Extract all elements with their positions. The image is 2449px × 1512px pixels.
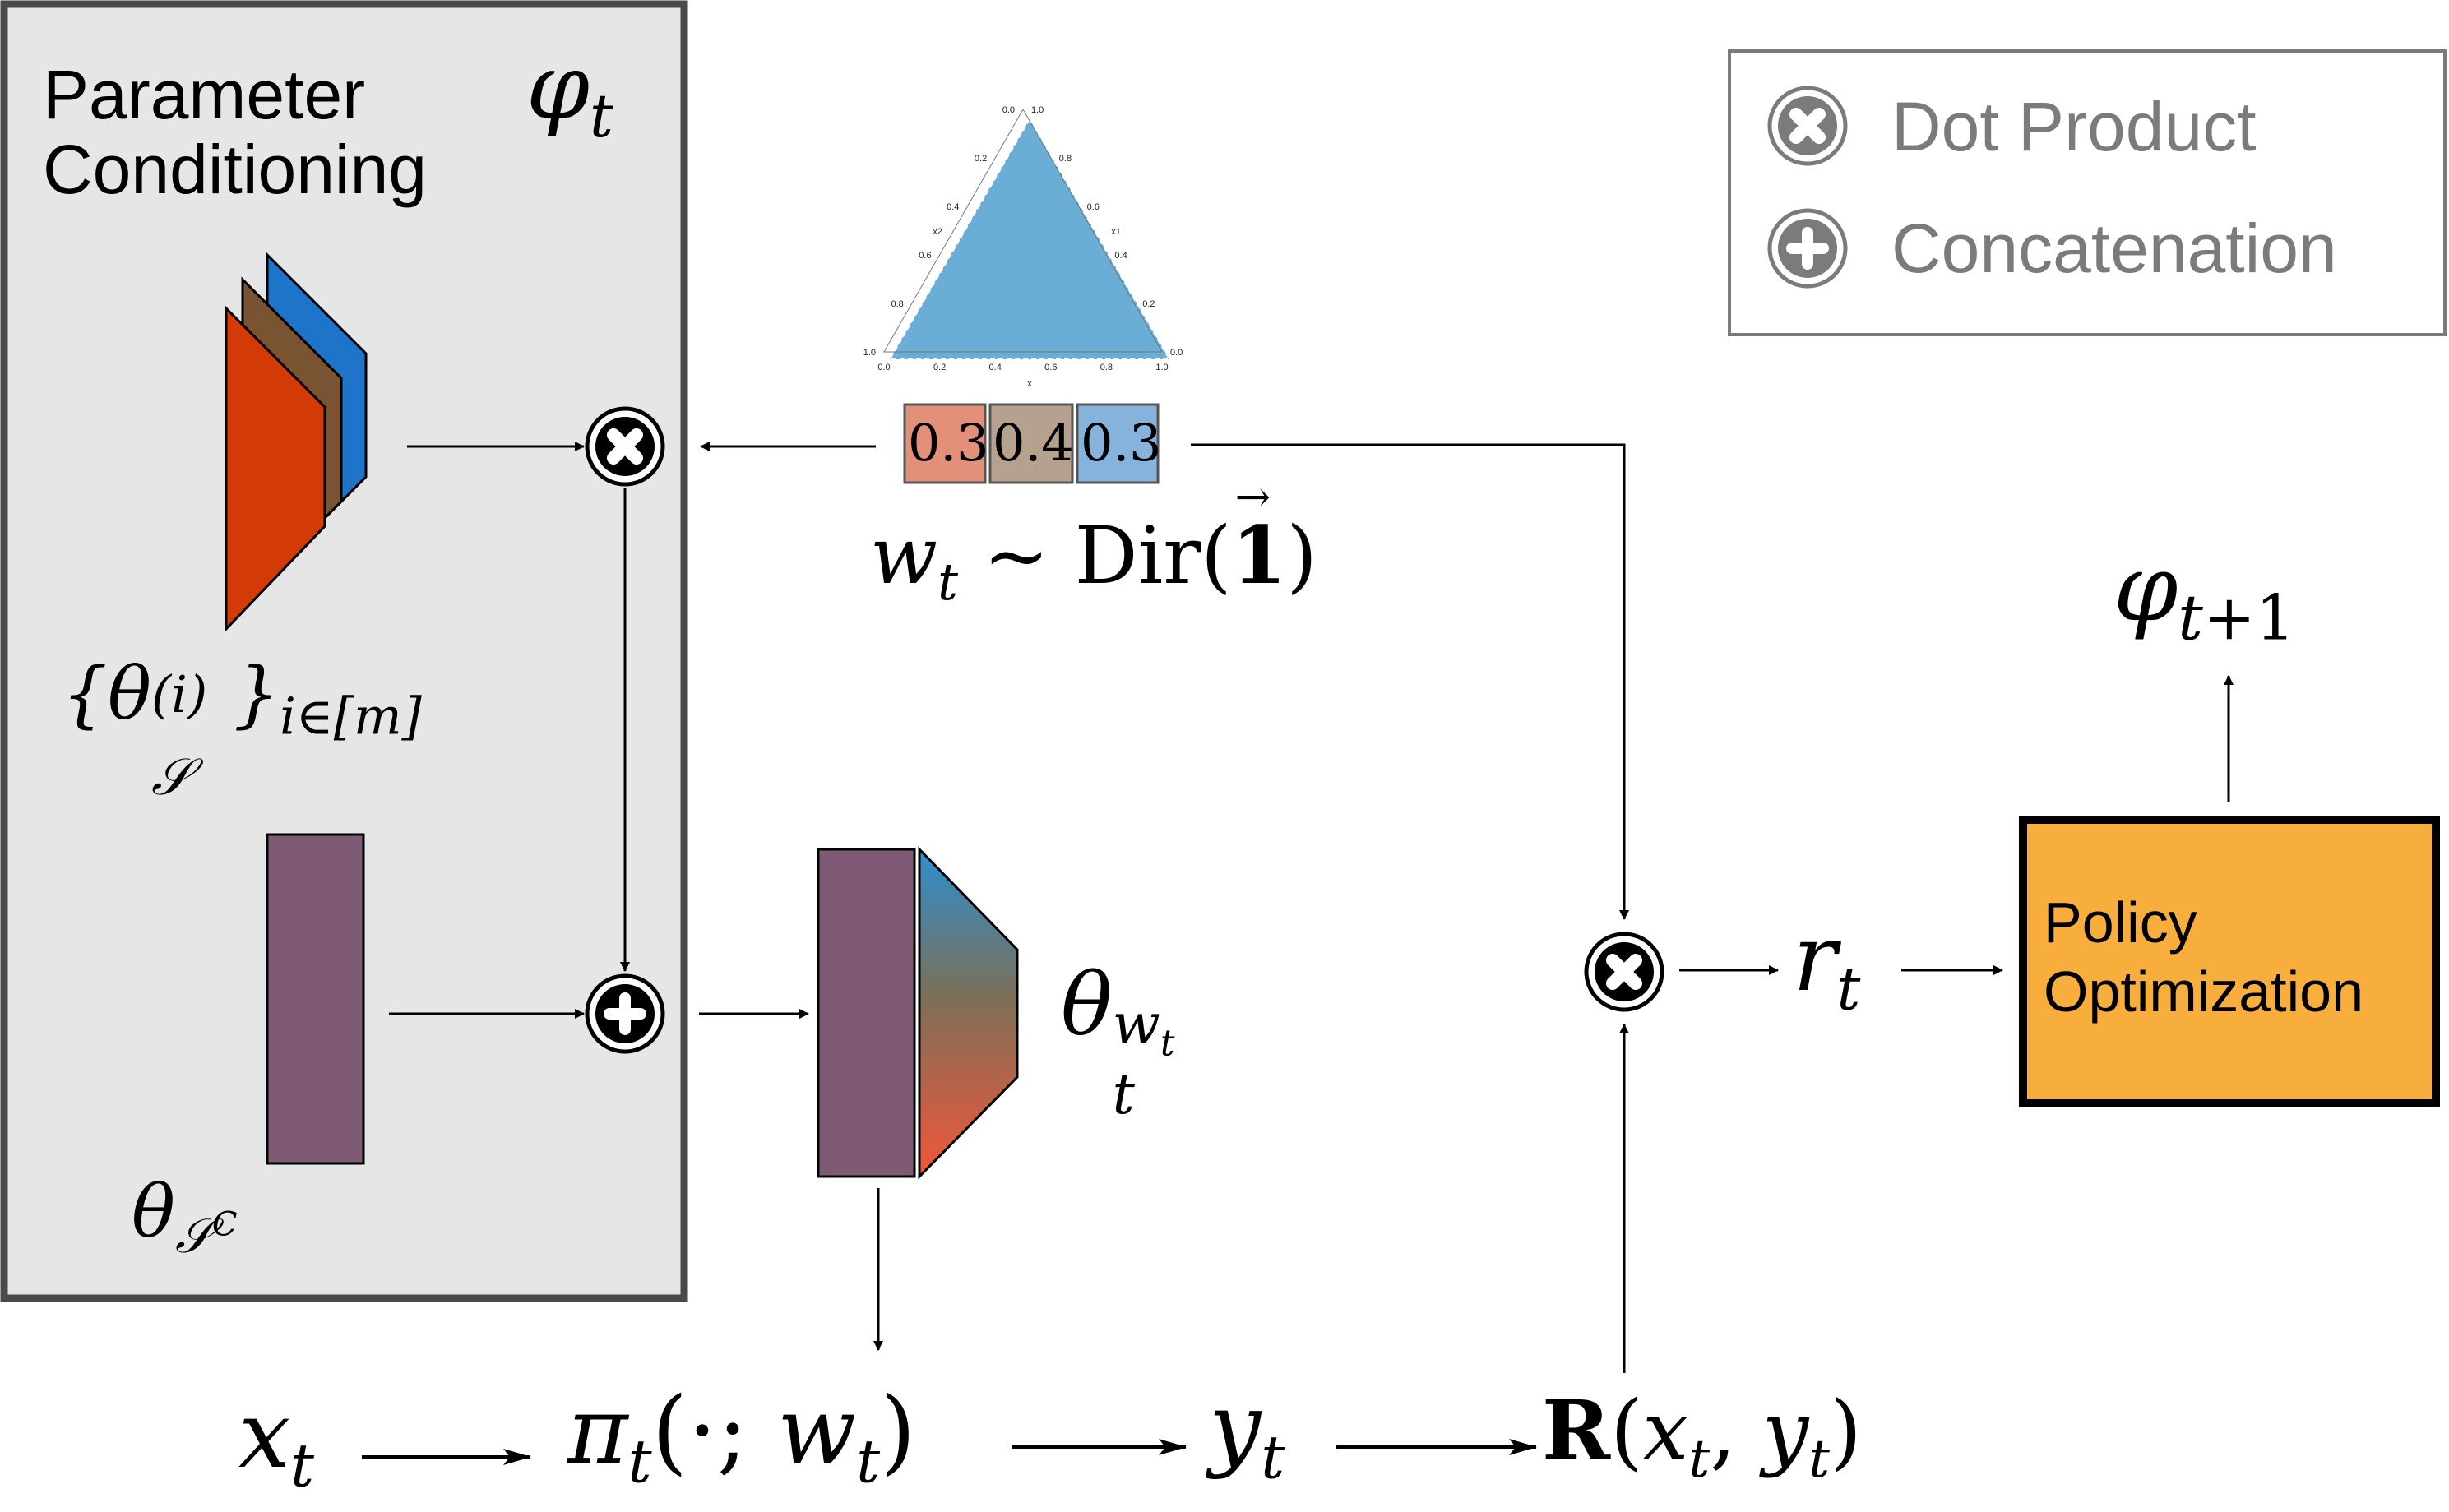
policy-optimization-box	[2019, 816, 2440, 1107]
legend-box	[1728, 49, 2447, 336]
weight-value-3: 0.3	[1081, 413, 1162, 473]
adapter-set-label: {θ(i)𝒮}i∈[m]	[62, 651, 422, 807]
simplex-left-tick: 0.4	[947, 202, 959, 212]
policy-optimization-label: Policy Optimization	[2044, 890, 2364, 1024]
shared-parameter-block	[266, 833, 365, 1165]
pipeline-reward-fn: R(xt, yt)	[1542, 1382, 1863, 1490]
legend-concatenation-icon	[1767, 208, 1848, 289]
simplex-left-tick: 0.0	[1002, 105, 1015, 115]
simplex-axis-label-x1: x1	[1111, 227, 1121, 237]
phi-symbol: φ	[526, 34, 590, 139]
weight-box-2	[988, 403, 1074, 484]
legend-concatenation-label: Concatenation	[1891, 210, 2337, 287]
weight-box-1	[903, 403, 987, 484]
phi-next-label: φt+1	[2113, 535, 2296, 654]
dirichlet-simplex-plot	[883, 108, 1171, 360]
pipeline-x: xt	[238, 1382, 315, 1500]
adapter-stack-icon	[225, 252, 368, 632]
simplex-right-tick: 0.8	[1059, 154, 1072, 164]
simplex-right-tick: 0.0	[1170, 348, 1183, 358]
phi-t-label: φt	[526, 41, 613, 146]
legend-dot-product-label: Dot Product	[1891, 88, 2257, 165]
reward-label: rt	[1793, 905, 1861, 1024]
simplex-right-tick: 0.4	[1114, 251, 1127, 261]
simplex-bottom-tick: 0.0	[877, 363, 890, 372]
conditioned-model-adapter	[918, 846, 1019, 1180]
simplex-bottom-tick: 0.2	[933, 363, 946, 372]
weight-value-2: 0.4	[993, 413, 1074, 473]
simplex-bottom-tick: 0.4	[989, 363, 1002, 372]
simplex-axis-label-x: x	[1027, 379, 1032, 389]
weight-value-1: 0.3	[908, 413, 989, 473]
simplex-left-tick: 1.0	[863, 348, 876, 358]
simplex-bottom-tick: 0.6	[1044, 363, 1057, 372]
pipeline-y: yt	[1209, 1374, 1285, 1492]
sampling-label: wt ∼ Dir(1→)	[870, 473, 1317, 613]
dot-product-node-adapters	[587, 409, 663, 484]
adapter-layer-red	[225, 305, 326, 632]
arrow-weights-to-reward-dot	[1191, 443, 1629, 920]
simplex-bottom-tick: 1.0	[1155, 363, 1168, 372]
simplex-right-tick: 0.6	[1087, 202, 1100, 212]
simplex-axis-label-x2: x2	[933, 227, 942, 237]
simplex-left-tick: 0.6	[919, 251, 931, 261]
simplex-right-tick: 1.0	[1031, 105, 1044, 115]
dot-product-node-reward	[1586, 934, 1662, 1010]
simplex-right-tick: 0.2	[1142, 299, 1155, 309]
simplex-left-tick: 0.2	[975, 154, 987, 164]
pipeline-policy: πt(·; wt)	[567, 1378, 916, 1496]
shared-param-label: θ𝒮C	[132, 1169, 238, 1264]
simplex-triangle	[888, 118, 1171, 360]
phi-subscript: t	[590, 81, 613, 150]
legend-dot-product-icon	[1767, 86, 1848, 166]
weight-box-3	[1076, 403, 1160, 484]
concatenation-node	[587, 976, 663, 1052]
simplex-left-tick: 0.8	[891, 299, 904, 309]
box-title: Parameter Conditioning	[43, 56, 428, 208]
simplex-bottom-tick: 0.8	[1100, 363, 1113, 372]
conditioned-model-shared-block	[817, 848, 916, 1178]
